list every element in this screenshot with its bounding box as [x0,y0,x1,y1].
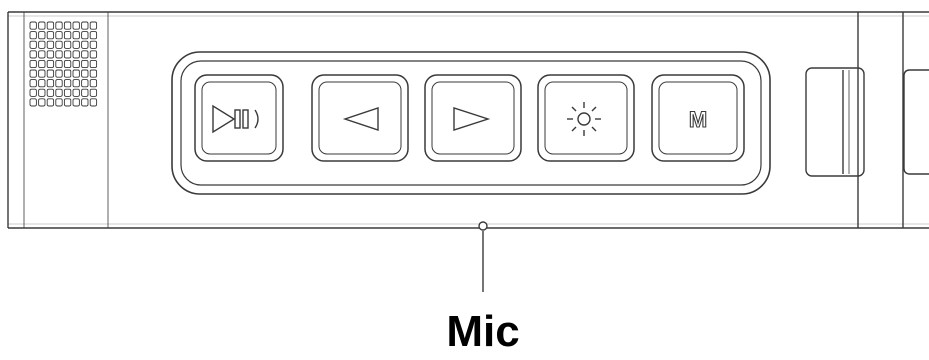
grille-hole [55,50,63,59]
grille-hole [38,50,46,59]
grille-hole [38,69,46,78]
grille-hole [46,40,55,49]
grille-hole [72,31,80,40]
grille-hole [55,69,63,78]
right-clip [903,69,929,175]
grille-hole [81,88,89,97]
grille-hole [63,88,72,97]
grille-hole [89,98,98,107]
grille-hole [29,50,37,59]
mic-hole [478,221,488,231]
grille-hole [72,21,80,30]
grille-hole [89,50,98,59]
grille-hole [29,79,37,88]
grille-hole [46,59,55,69]
button-previous[interactable] [311,74,409,162]
button-panel-outer [171,51,771,195]
triangle-right-icon [453,107,491,131]
grille-hole [29,40,37,49]
button-next[interactable] [424,74,522,162]
grille-hole [81,31,89,40]
grille-hole [46,69,55,78]
grille-hole [55,88,63,97]
grille-hole [63,98,72,107]
grille-hole [89,31,98,40]
grille-hole [89,79,98,88]
grille-hole [55,79,63,88]
grille-hole [29,59,37,69]
grille-hole [72,98,80,107]
grille-hole [46,98,55,107]
mic-callout [478,221,488,292]
mic-label: Mic [446,307,520,356]
grille-hole [29,69,37,78]
grille-hole [46,79,55,88]
grille-hole [81,50,89,59]
grille-hole [46,31,55,40]
grille-hole [72,88,80,97]
play-pause-record-icon [212,104,259,134]
grille-hole [89,40,98,49]
speaker-grille [29,21,98,107]
grille-hole [63,21,72,30]
grille-hole [46,88,55,97]
grille-hole [63,31,72,40]
grille-hole [89,59,98,69]
grille-hole [81,59,89,69]
grille-hole [29,98,37,107]
grille-hole [63,79,72,88]
grille-hole [38,59,46,69]
grille-hole [29,88,37,97]
grille-hole [72,50,80,59]
button-panel-inner [180,60,762,186]
grille-hole [29,31,37,40]
grille-hole [46,50,55,59]
grille-hole [55,31,63,40]
grille-hole [63,50,72,59]
side-switch[interactable] [805,67,865,177]
sun-icon [567,102,601,136]
grille-hole [38,88,46,97]
grille-hole [38,98,46,107]
button-mode[interactable]: M [651,74,745,162]
grille-hole [63,69,72,78]
device-body [7,11,929,229]
grille-hole [72,69,80,78]
grille-hole [81,98,89,107]
grille-hole [38,31,46,40]
grille-hole [81,79,89,88]
grille-hole [46,21,55,30]
grille-hole [63,40,72,49]
grille-hole [72,79,80,88]
grille-hole [38,21,46,30]
grille-hole [89,88,98,97]
grille-hole [63,59,72,69]
grille-hole [55,98,63,107]
button-light[interactable] [537,74,635,162]
grille-hole [55,40,63,49]
grille-hole [81,21,89,30]
grille-hole [38,79,46,88]
grille-hole [72,40,80,49]
grille-hole [55,21,63,30]
grille-hole [29,21,37,30]
grille-hole [89,69,98,78]
triangle-left-icon [342,107,379,131]
button-play-pause-record[interactable] [194,74,284,162]
grille-hole [55,59,63,69]
grille-hole [89,21,98,30]
m-icon: M [689,107,707,132]
grille-hole [38,40,46,49]
grille-hole [72,59,80,69]
grille-hole [81,69,89,78]
grille-hole [81,40,89,49]
